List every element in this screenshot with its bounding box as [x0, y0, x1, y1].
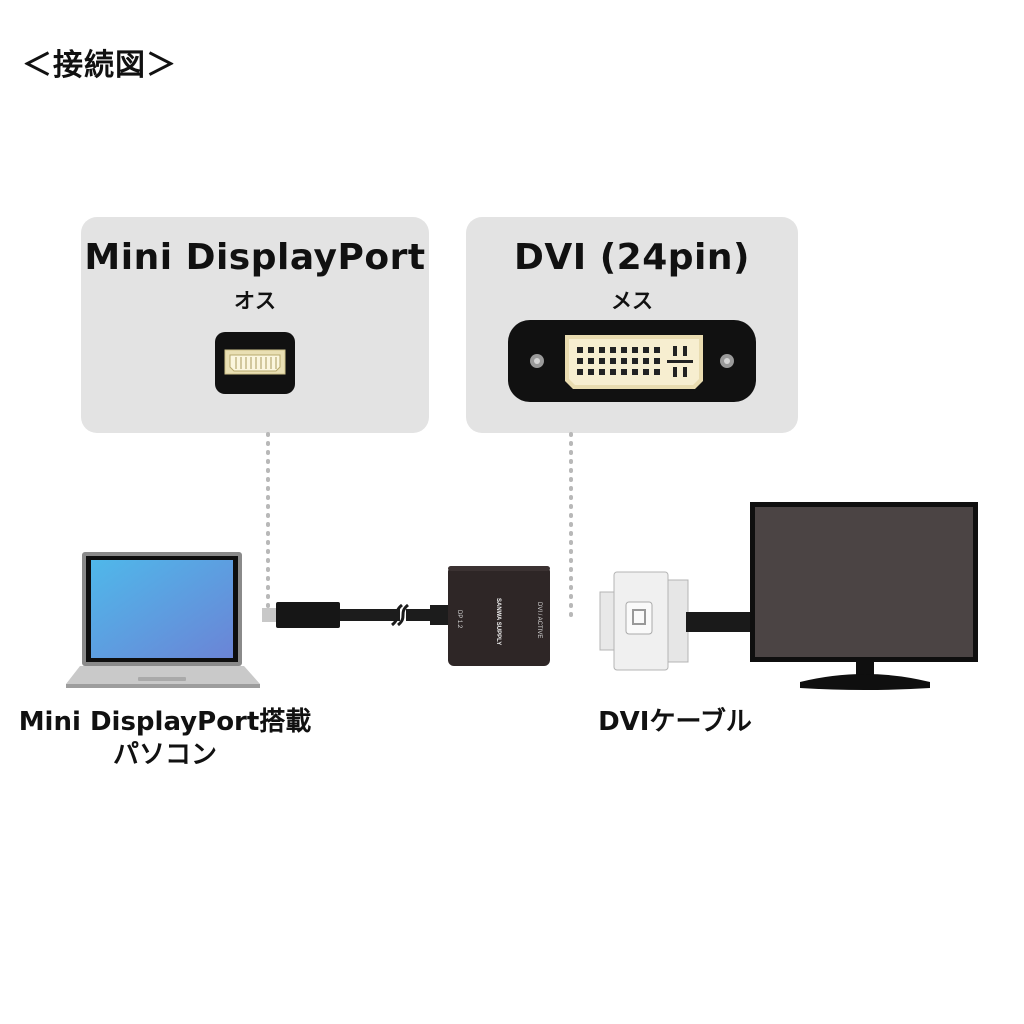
dvi-pin-hole	[621, 347, 627, 353]
dvi-pin-hole	[588, 369, 594, 375]
dvi-pin-hole	[643, 347, 649, 353]
dvi-pin-hole	[632, 369, 638, 375]
dvi-pin-hole	[654, 358, 660, 364]
dvi-pin-hole	[599, 369, 605, 375]
adapter-port-left-label: DP 1.2	[456, 610, 462, 629]
dvi-cable-label: DVIケーブル	[598, 707, 752, 737]
pc-label-line1: Mini DisplayPort搭載	[18, 707, 312, 737]
mini-displayport-card-subtitle: オス	[234, 289, 276, 313]
dvi-pin-hole	[610, 369, 616, 375]
dvi-pin-hole	[643, 369, 649, 375]
dvi-pin-hole	[588, 358, 594, 364]
monitor-icon	[750, 502, 978, 690]
dvi-pin-hole	[577, 347, 583, 353]
pc-label: Mini DisplayPort搭載 パソコン	[0, 706, 330, 772]
adapter-box: DP 1.2 SANWA SUPPLY DVI / ACTIVE	[448, 566, 550, 666]
dvi-pin-hole	[654, 347, 660, 353]
mini-displayport-card-title: Mini DisplayPort	[84, 237, 426, 278]
dvi-pin-hole	[621, 358, 627, 364]
pc-label-line2: パソコン	[112, 740, 217, 771]
dvi-pin-hole	[599, 347, 605, 353]
mini-displayport-plug-icon	[262, 602, 450, 628]
dvi-pin-hole	[577, 369, 583, 375]
mini-displayport-card: Mini DisplayPort オス	[81, 217, 429, 433]
dvi-pin-hole	[621, 369, 627, 375]
page-title: ＜接続図＞	[22, 48, 177, 83]
dvi-pin-hole	[599, 358, 605, 364]
adapter-brand-label: SANWA SUPPLY	[495, 598, 501, 645]
dvi-cable-plug-icon	[599, 571, 752, 671]
laptop-icon	[66, 552, 260, 688]
dvi-card-subtitle: メス	[611, 289, 653, 313]
dvi-pin-hole	[577, 358, 583, 364]
dvi-pin-hole	[588, 347, 594, 353]
mini-displayport-connector-icon	[215, 332, 295, 394]
dvi-card-title: DVI (24pin)	[514, 237, 750, 278]
dvi-pin-hole	[654, 369, 660, 375]
dvi-pin-hole	[632, 347, 638, 353]
adapter-port-right-label: DVI / ACTIVE	[536, 602, 542, 638]
dvi-pin-hole	[632, 358, 638, 364]
dvi-card: DVI (24pin) メス	[466, 217, 798, 433]
dvi-pin-hole	[610, 347, 616, 353]
dvi-pin-hole	[610, 358, 616, 364]
dvi-pin-hole	[643, 358, 649, 364]
dvi-female-connector-icon	[508, 320, 756, 402]
connection-diagram: DP 1.2 SANWA SUPPLY DVI / ACTIVE	[66, 432, 978, 690]
